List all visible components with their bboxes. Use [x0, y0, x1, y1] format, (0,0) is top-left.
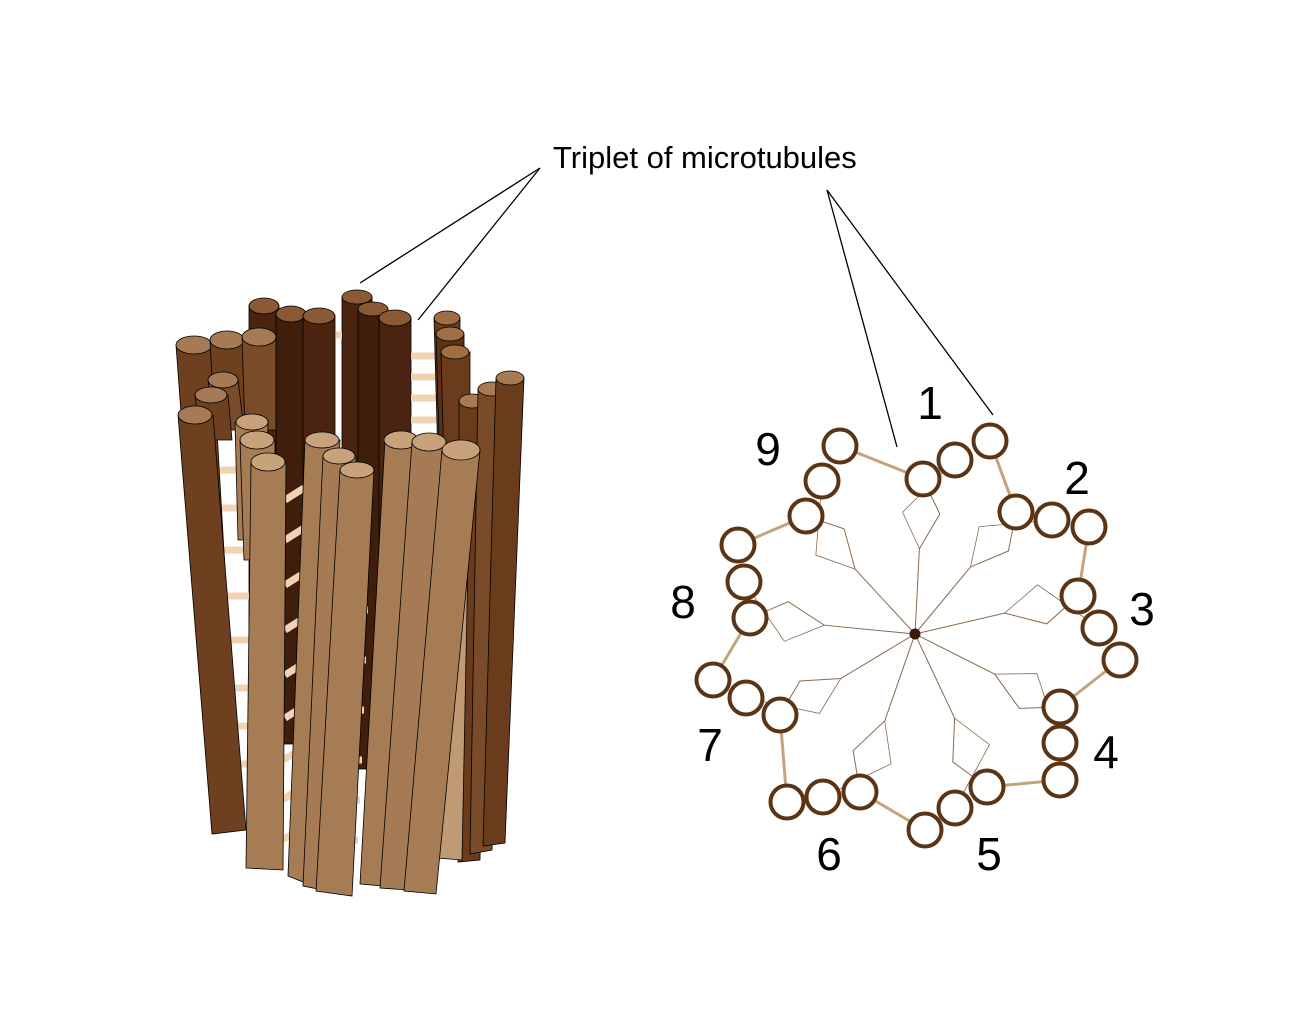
- leader-line-left-2: [417, 167, 541, 321]
- triplet-number-1: 1: [917, 377, 943, 429]
- microtubule-ring-4-1: [1041, 688, 1079, 726]
- spoke-3: [914, 595, 1079, 635]
- left-front-triplet: [177, 371, 247, 835]
- microtubule-ring-3-3: [1101, 641, 1139, 679]
- microtubule-ring-1-3: [971, 422, 1009, 460]
- microtubule-ring-1-1: [904, 460, 942, 498]
- microtubule-ring-3-2: [1080, 609, 1118, 647]
- microtubule-ring-5-3: [906, 811, 944, 849]
- microtubule-ring-2-2: [1033, 501, 1071, 539]
- spoke-7: [779, 633, 916, 716]
- centriole-3d-cylinder: [175, 289, 525, 897]
- spoke-4: [914, 633, 1061, 709]
- microtubule-ring-2-1: [997, 493, 1035, 531]
- spoke-8: [749, 601, 916, 635]
- microtubule-ring-5-1: [968, 768, 1006, 806]
- microtubule-ring-7-2: [727, 679, 765, 717]
- front-right-triplet: [359, 430, 481, 895]
- microtubule-ring-4-3: [1041, 761, 1079, 799]
- microtubule-ring-4-2: [1041, 724, 1079, 762]
- front-center-triplet: [287, 431, 375, 897]
- spoke-5: [914, 633, 988, 788]
- microtubule-ring-9-1: [787, 497, 825, 535]
- triplet-label: Triplet of microtubules: [553, 140, 857, 175]
- microtubule-ring-6-1: [841, 773, 879, 811]
- triplet-number-4: 4: [1093, 726, 1119, 778]
- microtubule-ring-8-1: [731, 599, 769, 637]
- triplet-number-3: 3: [1129, 583, 1155, 635]
- microtubule-ring-8-3: [719, 526, 757, 564]
- spoke-2: [914, 511, 1017, 635]
- spoke-6: [852, 633, 916, 793]
- triplet-number-6: 6: [816, 828, 842, 880]
- spoke-branch-5: [954, 717, 991, 809]
- leader-line-left-1: [359, 167, 541, 284]
- microtubule-ring-8-2: [725, 563, 763, 601]
- triplet-number-5: 5: [976, 828, 1002, 880]
- centriole-cross-section: 1 2 3 4 5 6 7 8 9: [670, 377, 1155, 880]
- microtubule-ring-1-2: [936, 441, 974, 479]
- microtubule-ring-9-3: [821, 427, 859, 465]
- spoke-9: [805, 515, 916, 635]
- leader-lines: [359, 167, 994, 448]
- microtubule-ring-7-1: [761, 696, 799, 734]
- leader-line-right-2: [826, 189, 994, 416]
- middle-left-triplet: [234, 413, 287, 871]
- triplet-number-2: 2: [1064, 452, 1090, 504]
- triplet-numbers: 1 2 3 4 5 6 7 8 9: [670, 377, 1155, 880]
- spoke-1: [914, 478, 941, 635]
- triplet-rings: [694, 422, 1139, 849]
- triplet-number-7: 7: [697, 719, 723, 771]
- microtubule-ring-7-3: [694, 661, 732, 699]
- microtubule-ring-6-3: [768, 783, 806, 821]
- microtubule-ring-6-2: [804, 778, 842, 816]
- cartwheel-hub: [909, 628, 921, 640]
- leader-line-right-1: [826, 189, 898, 448]
- microtubule-ring-5-2: [936, 789, 974, 827]
- microtubule-ring-2-3: [1070, 508, 1108, 546]
- triplet-number-9: 9: [755, 423, 781, 475]
- triplet-number-8: 8: [670, 576, 696, 628]
- microtubule-ring-9-2: [803, 462, 841, 500]
- microtubule-ring-3-1: [1059, 577, 1097, 615]
